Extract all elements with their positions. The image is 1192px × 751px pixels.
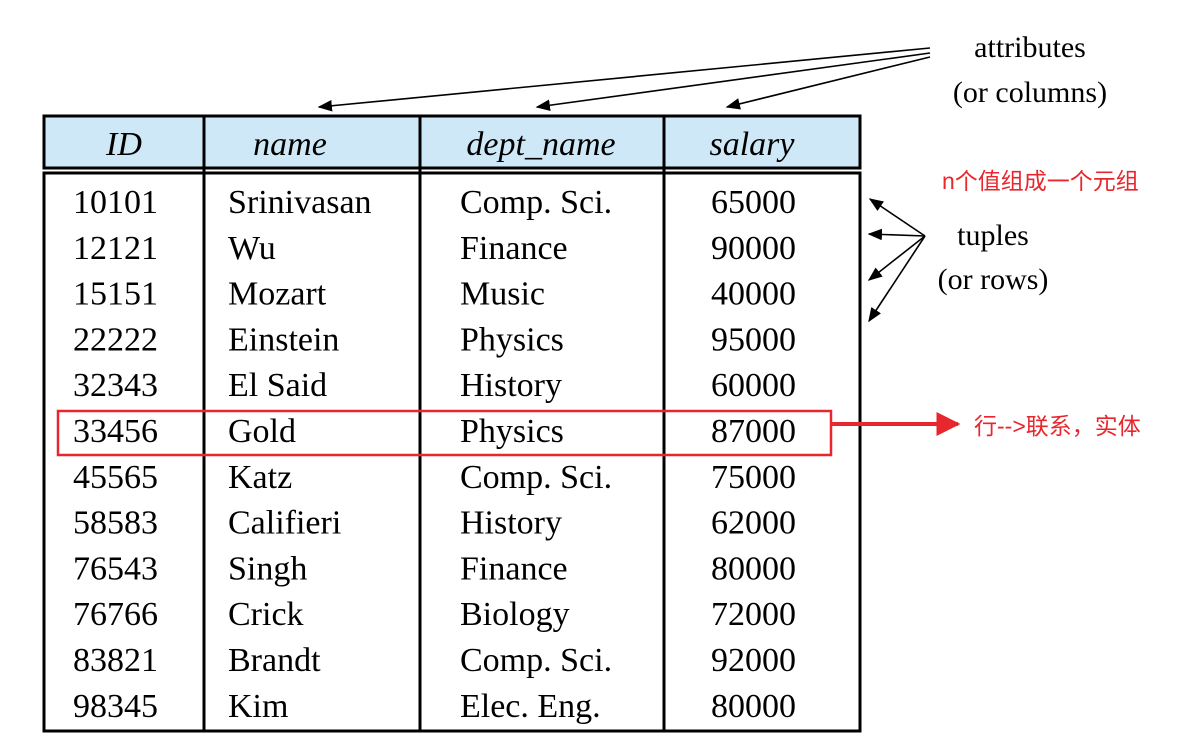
attribute-arrows — [317, 47, 931, 112]
table-row: 76766 Crick Biology 72000 — [73, 596, 796, 633]
column-dividers — [202, 116, 666, 731]
cell-dept-name: Comp. Sci. — [460, 642, 612, 679]
cell-id: 98345 — [73, 688, 158, 725]
tuple-chinese-note: n个值组成一个元组 — [942, 168, 1139, 194]
column-header-name: name — [253, 126, 327, 163]
cell-id: 33456 — [73, 413, 158, 450]
cell-name: Brandt — [228, 642, 321, 679]
cell-salary: 65000 — [711, 184, 796, 221]
cell-name: El Said — [228, 367, 327, 404]
cell-dept-name: History — [460, 505, 562, 542]
cell-salary: 95000 — [711, 321, 796, 358]
cell-name: Kim — [228, 688, 288, 725]
tuples-label: tuples — [957, 219, 1029, 252]
cell-name: Gold — [228, 413, 296, 450]
row-chinese-note: 行-->联系，实体 — [974, 413, 1141, 439]
cell-name: Katz — [228, 459, 292, 496]
table-row: 83821 Brandt Comp. Sci. 92000 — [73, 642, 796, 679]
cell-dept-name: Comp. Sci. — [460, 184, 612, 221]
cell-dept-name: Finance — [460, 230, 568, 267]
cell-dept-name: Biology — [460, 596, 570, 633]
cell-id: 76543 — [73, 550, 158, 587]
cell-id: 45565 — [73, 459, 158, 496]
attributes-label: attributes — [974, 31, 1086, 64]
cell-id: 22222 — [73, 321, 158, 358]
highlighted-row-box — [56, 409, 833, 457]
cell-id: 58583 — [73, 505, 158, 542]
tuples-sublabel: (or rows) — [938, 263, 1049, 296]
cell-id: 32343 — [73, 367, 158, 404]
table-row: 15151 Mozart Music 40000 — [73, 276, 796, 313]
cell-dept-name: Physics — [460, 321, 564, 358]
table-row: 33456 Gold Physics 87000 — [73, 413, 796, 450]
cell-name: Crick — [228, 596, 304, 633]
table-body-border — [42, 171, 862, 733]
table-row: 98345 Kim Elec. Eng. 80000 — [73, 688, 796, 725]
table-row: 12121 Wu Finance 90000 — [73, 230, 796, 267]
attributes-sublabel: (or columns) — [953, 76, 1107, 109]
cell-dept-name: Comp. Sci. — [460, 459, 612, 496]
cell-id: 15151 — [73, 276, 158, 313]
cell-name: Mozart — [228, 276, 327, 313]
cell-salary: 90000 — [711, 230, 796, 267]
table-header: ID name dept_name salary — [105, 126, 795, 163]
cell-salary: 60000 — [711, 367, 796, 404]
cell-salary: 62000 — [711, 505, 796, 542]
cell-id: 83821 — [73, 642, 158, 679]
column-header-id: ID — [105, 126, 142, 163]
cell-salary: 75000 — [711, 459, 796, 496]
table-header-background — [42, 114, 862, 170]
table-row: 10101 Srinivasan Comp. Sci. 65000 — [73, 184, 796, 221]
cell-name: Einstein — [228, 321, 339, 358]
cell-salary: 87000 — [711, 413, 796, 450]
cell-salary: 80000 — [711, 550, 796, 587]
column-header-salary: salary — [710, 126, 796, 163]
column-header-dept-name: dept_name — [466, 126, 615, 163]
cell-name: Singh — [228, 550, 307, 587]
cell-name: Califieri — [228, 505, 341, 542]
cell-name: Srinivasan — [228, 184, 372, 221]
table-row: 76543 Singh Finance 80000 — [73, 550, 796, 587]
cell-dept-name: Finance — [460, 550, 568, 587]
cell-salary: 92000 — [711, 642, 796, 679]
cell-dept-name: Physics — [460, 413, 564, 450]
cell-name: Wu — [228, 230, 276, 267]
cell-dept-name: Elec. Eng. — [460, 688, 601, 725]
cell-id: 76766 — [73, 596, 158, 633]
cell-id: 12121 — [73, 230, 158, 267]
tuple-arrows — [867, 198, 926, 323]
cell-dept-name: History — [460, 367, 562, 404]
cell-salary: 80000 — [711, 688, 796, 725]
cell-salary: 40000 — [711, 276, 796, 313]
table-row: 22222 Einstein Physics 95000 — [73, 321, 796, 358]
cell-id: 10101 — [73, 184, 158, 221]
cell-dept-name: Music — [460, 276, 545, 313]
table-row: 58583 Califieri History 62000 — [73, 505, 796, 542]
table-row: 45565 Katz Comp. Sci. 75000 — [73, 459, 796, 496]
cell-salary: 72000 — [711, 596, 796, 633]
table-row: 32343 El Said History 60000 — [73, 367, 796, 404]
